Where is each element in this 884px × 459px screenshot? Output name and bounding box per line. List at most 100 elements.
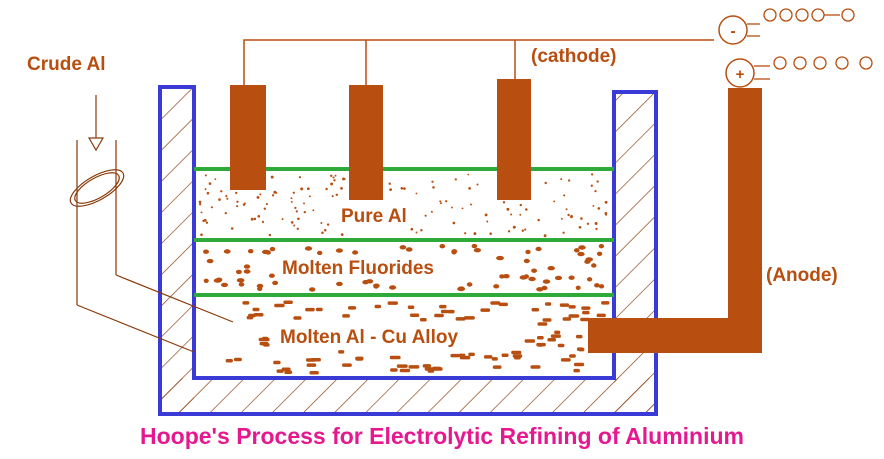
particle bbox=[473, 248, 481, 253]
particle bbox=[560, 178, 563, 181]
anode-label: (Anode) bbox=[766, 265, 838, 286]
particle bbox=[263, 343, 270, 347]
particle bbox=[396, 364, 408, 368]
particle bbox=[466, 282, 473, 287]
particle bbox=[510, 213, 513, 216]
particle bbox=[226, 197, 229, 200]
particle bbox=[597, 207, 601, 210]
particle bbox=[590, 173, 594, 176]
molten-alloy-label: Molten Al - Cu Alloy bbox=[280, 327, 458, 348]
particle bbox=[258, 337, 270, 342]
particle bbox=[489, 232, 492, 235]
particle bbox=[242, 301, 250, 305]
particle bbox=[461, 207, 464, 210]
particle bbox=[410, 313, 420, 317]
particle bbox=[312, 209, 315, 212]
particle bbox=[491, 357, 498, 361]
particle bbox=[224, 211, 227, 215]
particle bbox=[499, 274, 505, 279]
particle bbox=[340, 233, 344, 236]
particle bbox=[596, 313, 606, 318]
particle bbox=[250, 217, 254, 221]
particle bbox=[256, 195, 260, 199]
particle bbox=[523, 258, 530, 264]
particle bbox=[274, 303, 285, 308]
particle bbox=[332, 176, 335, 179]
particle bbox=[273, 190, 277, 194]
particle bbox=[582, 310, 590, 315]
particle bbox=[544, 181, 547, 185]
particle bbox=[596, 251, 603, 256]
particle bbox=[537, 336, 544, 340]
particle bbox=[268, 233, 272, 237]
particle bbox=[203, 218, 207, 222]
particle bbox=[407, 305, 415, 309]
particle bbox=[206, 191, 210, 195]
particle bbox=[296, 227, 299, 230]
particle bbox=[283, 300, 293, 304]
particle bbox=[547, 338, 556, 342]
particle bbox=[586, 222, 590, 225]
particle bbox=[271, 194, 275, 197]
particle bbox=[595, 227, 598, 231]
particle bbox=[543, 234, 547, 238]
particle bbox=[596, 180, 599, 183]
molten-alloy-particles bbox=[225, 300, 610, 375]
particle bbox=[261, 249, 270, 255]
particle bbox=[276, 369, 284, 373]
particle bbox=[553, 200, 556, 203]
particle bbox=[490, 301, 501, 305]
particle bbox=[420, 318, 427, 322]
particle bbox=[598, 284, 605, 289]
tank-outline bbox=[158, 85, 658, 416]
particle bbox=[235, 269, 242, 275]
crude-al-feed-pipe bbox=[69, 95, 234, 353]
particle bbox=[340, 187, 343, 190]
cathode-electrodes bbox=[230, 79, 531, 200]
particle bbox=[594, 189, 597, 193]
particle bbox=[568, 275, 575, 280]
particle bbox=[342, 314, 350, 318]
particle bbox=[343, 178, 346, 181]
particle bbox=[200, 211, 203, 214]
particle bbox=[298, 176, 302, 179]
particle bbox=[290, 221, 294, 224]
particle bbox=[471, 243, 478, 249]
particle bbox=[511, 350, 522, 355]
particle bbox=[290, 197, 293, 200]
particle bbox=[432, 366, 442, 371]
particle bbox=[309, 371, 319, 375]
tank-bottom-wall bbox=[160, 378, 656, 414]
cathode-rod-1 bbox=[230, 85, 266, 190]
particle bbox=[455, 317, 466, 321]
particle bbox=[323, 229, 327, 232]
particle bbox=[450, 206, 453, 209]
particle bbox=[536, 342, 546, 347]
particle bbox=[468, 352, 475, 357]
particle bbox=[605, 213, 608, 216]
particle bbox=[530, 365, 541, 369]
particle bbox=[567, 179, 571, 182]
particle bbox=[559, 303, 570, 307]
particle bbox=[220, 190, 223, 193]
particle bbox=[330, 174, 333, 177]
particle bbox=[295, 210, 298, 213]
particle bbox=[321, 231, 324, 235]
particle bbox=[252, 307, 260, 312]
particle bbox=[537, 322, 548, 326]
particle bbox=[308, 287, 316, 292]
crude-al-label: Crude Al bbox=[27, 54, 105, 75]
particle bbox=[570, 215, 573, 219]
particle bbox=[297, 217, 300, 221]
particle bbox=[210, 206, 213, 209]
particle bbox=[604, 200, 608, 204]
particle bbox=[452, 221, 456, 225]
particle bbox=[316, 250, 323, 256]
particle bbox=[387, 301, 398, 305]
particle bbox=[374, 304, 382, 309]
particle bbox=[243, 269, 251, 274]
particle bbox=[594, 283, 600, 288]
particle bbox=[238, 282, 245, 287]
anode-electrode bbox=[588, 88, 762, 353]
particle bbox=[576, 334, 583, 339]
